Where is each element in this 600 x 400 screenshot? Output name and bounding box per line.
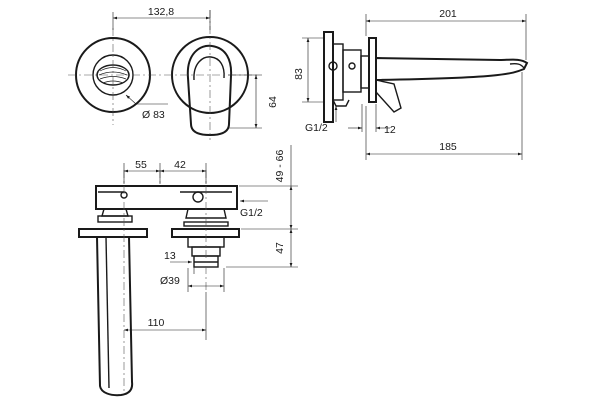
body-bar	[95, 185, 238, 210]
dim-top-width: 132,8	[148, 6, 174, 18]
cover-rosette	[368, 37, 377, 103]
front-elevation-view: 132,8 Ø 83 64	[68, 6, 279, 140]
dim-front-range: 49 - 66	[274, 150, 286, 183]
dim-front-diameter: Ø39	[160, 275, 180, 287]
dim-front-small: 13	[164, 250, 176, 262]
lever-side	[375, 79, 402, 113]
dim-front-a: 55	[135, 159, 147, 171]
side-thread-label: G1/2	[305, 122, 328, 134]
wall-plate	[323, 31, 334, 123]
lever-inner-curve	[193, 56, 225, 81]
dim-front-spout: 110	[148, 317, 165, 329]
dim-rosette-diameter: Ø 83	[142, 109, 165, 121]
spout-top	[96, 236, 134, 397]
dim-front-depth: 47	[274, 242, 286, 254]
side-view: 201 83 G1/2 12 185	[293, 8, 529, 160]
mixer-lever	[186, 44, 233, 137]
front-thread-label: G1/2	[240, 207, 263, 219]
dim-lever-height: 64	[267, 96, 279, 108]
right-plate	[171, 228, 240, 238]
dim-side-length: 201	[439, 8, 457, 20]
dim-side-wall: 12	[384, 124, 396, 136]
top-view: 55 42 49 - 66 G1/2 47 13 Ø39 110	[78, 145, 298, 397]
dim-front-b: 42	[174, 159, 186, 171]
spout-side	[375, 56, 529, 82]
left-plate	[78, 228, 148, 238]
dim-side-height: 83	[293, 68, 305, 80]
dim-side-reach: 185	[439, 141, 457, 153]
